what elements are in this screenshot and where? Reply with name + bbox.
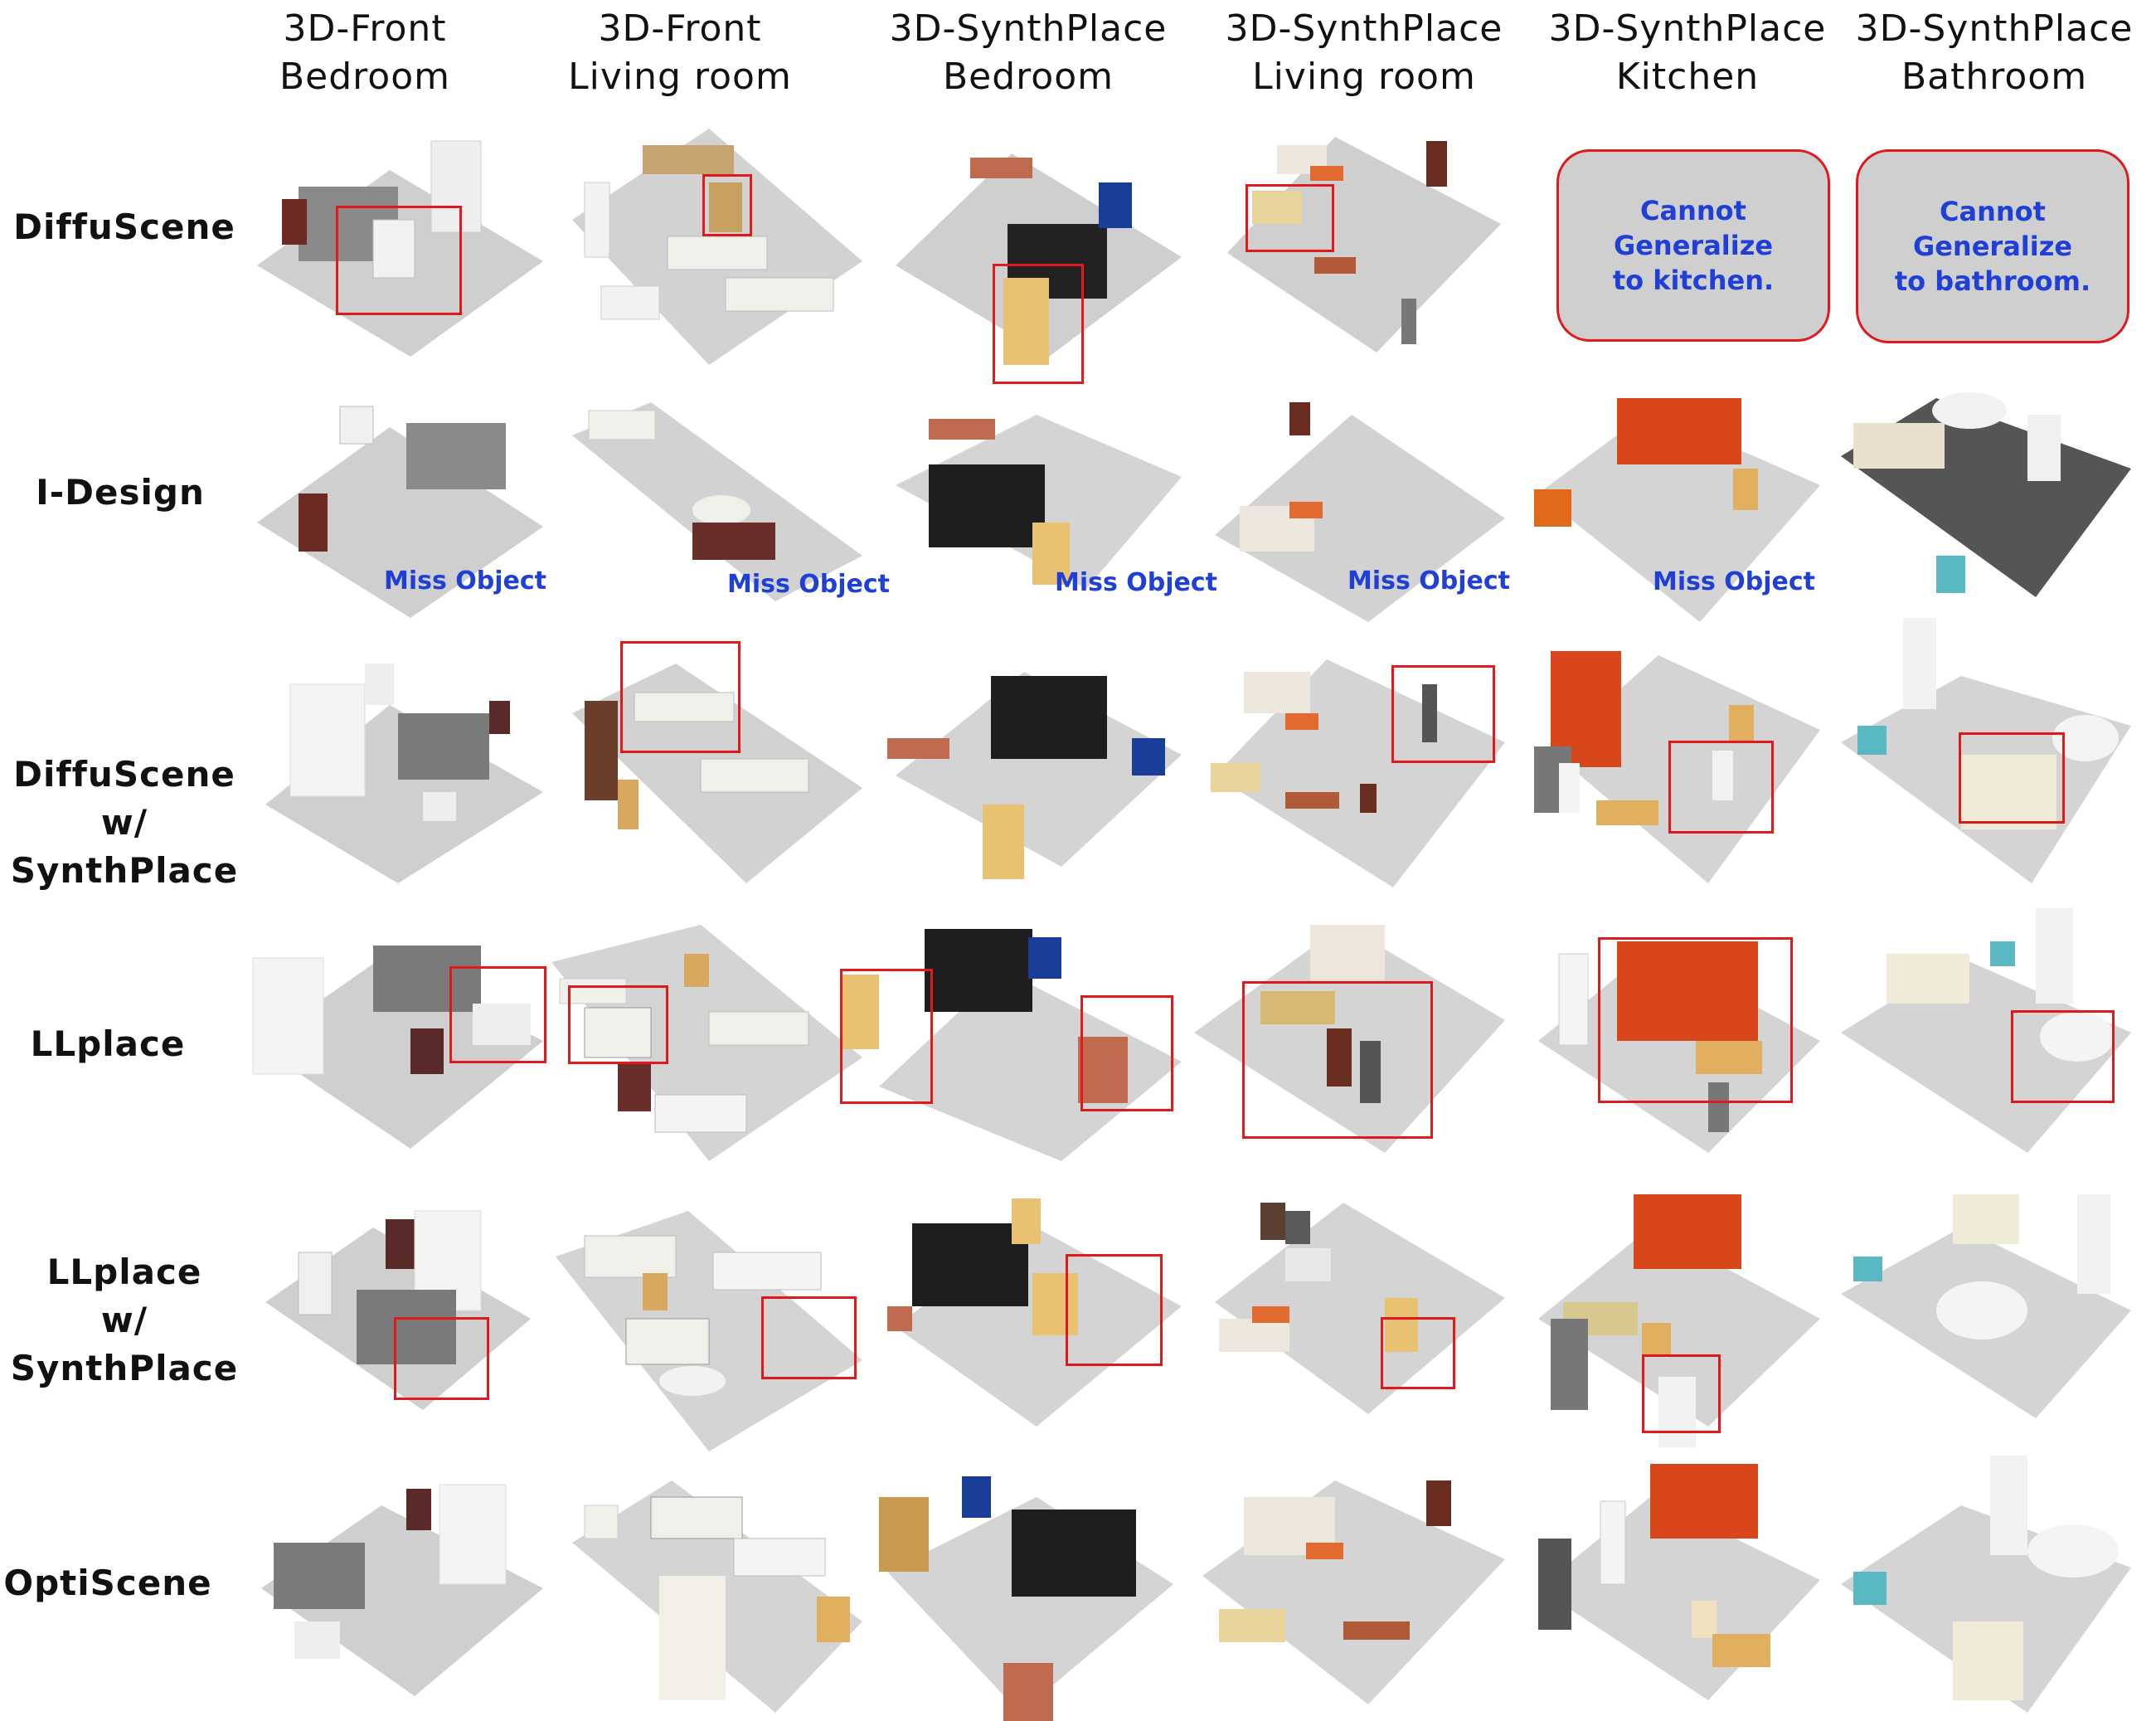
scene-render	[1837, 1194, 2139, 1451]
highlight-box	[840, 969, 933, 1104]
column-header-3dfront-bedroom: 3D-Front Bedroom	[216, 5, 514, 101]
row-header-line1: LLplace	[46, 1252, 202, 1292]
scene-render	[1837, 618, 2139, 904]
column-header-line2: Living room	[1252, 56, 1476, 98]
row-header-llplace-synthplace: LLplace w/ SynthPlace	[0, 1248, 249, 1393]
miss-object-label: Miss Object	[384, 566, 547, 596]
scene-render	[556, 1194, 871, 1451]
column-header-line1: 3D-SynthPlace	[889, 7, 1168, 50]
highlight-box	[993, 264, 1084, 384]
column-header-line1: 3D-SynthPlace	[1548, 7, 1827, 50]
column-header-line1: 3D-Front	[598, 7, 762, 50]
scene-render	[887, 1194, 1190, 1451]
scene-render	[1534, 386, 1837, 643]
highlight-box	[1242, 981, 1433, 1139]
scene-render	[887, 120, 1190, 377]
highlight-box	[336, 206, 462, 315]
scene-render	[1534, 1194, 1837, 1451]
miss-object-label: Miss Object	[1653, 567, 1816, 596]
highlight-box	[2011, 1010, 2115, 1103]
column-header-line2: Kitchen	[1615, 56, 1760, 98]
highlight-box	[568, 985, 668, 1064]
scene-render	[842, 916, 1190, 1174]
scene-render	[249, 386, 551, 643]
column-header-synthplace-kitchen: 3D-SynthPlace Kitchen	[1538, 5, 1837, 101]
highlight-box	[1066, 1254, 1163, 1366]
highlight-box	[1381, 1317, 1455, 1389]
row-header-optiscene: OptiScene	[0, 1559, 216, 1607]
note-line: to bathroom.	[1894, 265, 2091, 297]
note-line: Cannot	[1940, 196, 2046, 227]
column-header-line1: 3D-SynthPlace	[1855, 7, 2134, 50]
note-line: Cannot	[1640, 195, 1746, 226]
column-header-3dfront-livingroom: 3D-Front Living room	[531, 5, 829, 101]
row-header-line1: OptiScene	[3, 1563, 212, 1603]
row-header-line1: DiffuScene	[13, 207, 236, 247]
column-header-synthplace-bathroom: 3D-SynthPlace Bathroom	[1845, 5, 2144, 101]
highlight-box	[1598, 937, 1793, 1103]
column-header-line1: 3D-SynthPlace	[1225, 7, 1503, 50]
note-line: Generalize	[1912, 231, 2073, 262]
column-header-synthplace-livingroom: 3D-SynthPlace Living room	[1215, 5, 1513, 101]
highlight-box	[394, 1317, 489, 1400]
scene-render	[1211, 1194, 1513, 1451]
row-header-diffuscene: DiffuScene	[0, 203, 249, 251]
scene-render	[887, 386, 1190, 643]
miss-object-label: Miss Object	[727, 570, 891, 599]
column-header-line1: 3D-Front	[283, 7, 447, 50]
column-header-line2: Bathroom	[1901, 56, 2088, 98]
note-line: Generalize	[1613, 230, 1774, 261]
scene-render	[879, 1464, 1182, 1721]
scene-render	[551, 916, 871, 1174]
highlight-box	[1642, 1354, 1721, 1433]
column-header-line2: Bedroom	[942, 56, 1114, 98]
scene-render	[1837, 1456, 2139, 1721]
scene-render	[1534, 647, 1837, 904]
highlight-box	[1391, 665, 1495, 763]
row-header-line1: DiffuScene	[13, 754, 236, 795]
scene-render	[249, 120, 551, 377]
row-header-line2: w/ SynthPlace	[10, 1300, 239, 1388]
scene-render	[568, 386, 871, 643]
scene-render	[568, 120, 871, 377]
row-header-llplace: LLplace	[0, 1020, 216, 1068]
column-header-line2: Living room	[568, 56, 792, 98]
scene-render	[1211, 386, 1513, 643]
row-header-line1: I-Design	[36, 472, 205, 513]
scene-render	[1837, 908, 2139, 1174]
highlight-box	[761, 1296, 857, 1379]
highlight-box	[1080, 995, 1173, 1111]
column-header-line2: Bedroom	[279, 56, 450, 98]
cannot-generalize-kitchen-note: Cannot Generalize to kitchen.	[1556, 149, 1830, 342]
row-header-idesign: I-Design	[0, 469, 240, 517]
scene-render	[887, 647, 1190, 904]
highlight-box	[449, 966, 546, 1063]
scene-render	[1202, 1464, 1513, 1721]
row-header-diffuscene-synthplace: DiffuScene w/ SynthPlace	[0, 751, 249, 895]
column-header-synthplace-bedroom: 3D-SynthPlace Bedroom	[879, 5, 1178, 101]
scene-render	[568, 1464, 871, 1721]
highlight-box	[1246, 184, 1334, 252]
row-header-line2: w/ SynthPlace	[10, 802, 239, 891]
miss-object-label: Miss Object	[1348, 566, 1511, 596]
highlight-box	[620, 641, 741, 753]
scene-render	[249, 647, 551, 904]
note-line: to kitchen.	[1612, 265, 1775, 296]
miss-object-label: Miss Object	[1055, 568, 1218, 597]
highlight-box	[1959, 732, 2065, 824]
scene-render	[1211, 120, 1513, 377]
scene-render	[568, 647, 871, 904]
scene-render	[249, 1464, 551, 1721]
cannot-generalize-bathroom-note: Cannot Generalize to bathroom.	[1856, 149, 2129, 343]
scene-render	[1534, 1464, 1837, 1721]
scene-render	[1837, 386, 2139, 643]
highlight-box	[1668, 741, 1774, 834]
scene-render	[1211, 647, 1513, 904]
highlight-box	[702, 174, 752, 236]
scene-render	[249, 916, 551, 1174]
row-header-line1: LLplace	[30, 1023, 186, 1064]
